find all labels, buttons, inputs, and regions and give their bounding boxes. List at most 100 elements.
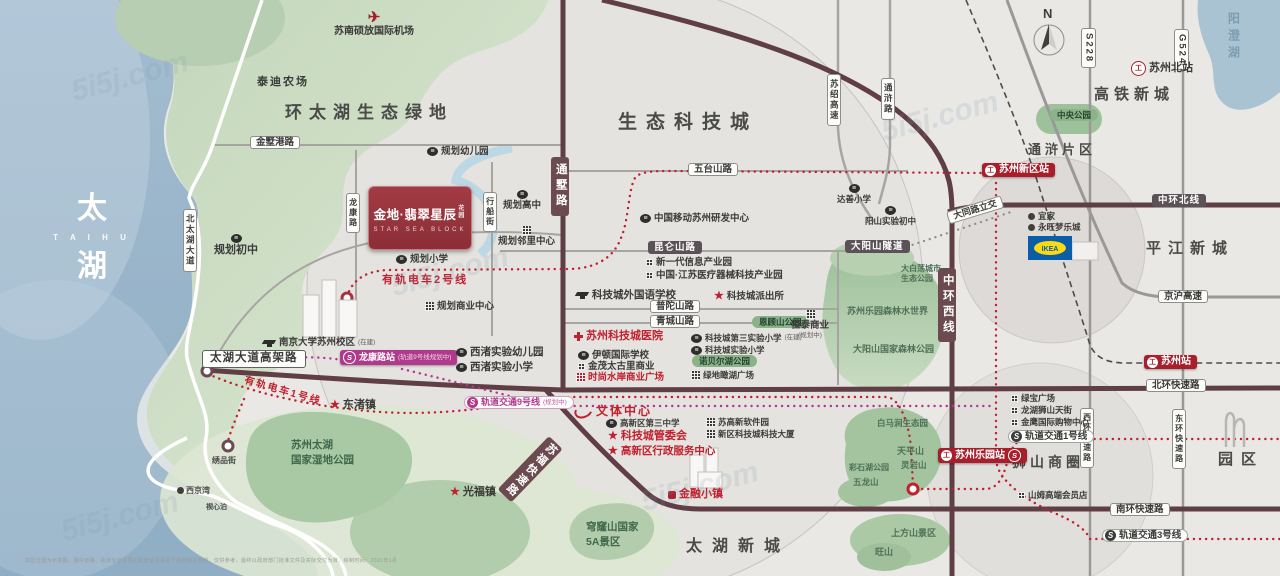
poi-planned-neighborhood-center-label: 规划邻里中心 bbox=[498, 236, 556, 247]
town-guangfu-label: 光福镇 bbox=[462, 486, 496, 498]
road-qingchengshan: 青城山路 bbox=[650, 315, 701, 329]
site-tag: 花园 bbox=[458, 206, 465, 219]
blds-icon bbox=[1011, 406, 1018, 414]
area-tonghu-district: 通浒片区 bbox=[1028, 142, 1096, 158]
area-huantaihu-green: 环太湖生态绿地 bbox=[285, 103, 453, 123]
poi-planned-primary: ≡规划小学 bbox=[396, 254, 448, 265]
star-icon: ★ bbox=[714, 290, 724, 303]
park-baimajian-label: 白马涧生态园 bbox=[877, 418, 929, 428]
poi-culture-sports-center: 文体中心 bbox=[571, 400, 652, 422]
station-suzhou-xinqu-label: 苏州新区站 bbox=[999, 164, 1049, 175]
road-kunlunshan-label: 昆仑山路 bbox=[654, 242, 697, 253]
tunnel-dotted-road bbox=[905, 210, 1015, 248]
road-zhonghuan-north-label: 中环北线 bbox=[1158, 195, 1201, 206]
area-shishan-cbd-label: 狮山商圈 bbox=[1012, 454, 1084, 470]
poi-sams-club: 山姆高端会员店 bbox=[1018, 490, 1088, 500]
airport-shuofang: ✈苏南硕放国际机场 bbox=[334, 10, 414, 38]
park-nobel-lake: 诺贝尔湖公园 bbox=[692, 355, 758, 368]
poi-ikea: 宜家 bbox=[1028, 211, 1055, 221]
road-sushao-expwy-label: 苏绍高速 bbox=[829, 79, 840, 121]
park-shangfangshan-label: 上方山景区 bbox=[891, 528, 937, 538]
road-tongshu-label: 通墅路 bbox=[554, 163, 567, 210]
park-dayangshan-forest: 大阳山国家森林公园 bbox=[853, 344, 934, 355]
poi-sams-club-label: 山姆高端会员店 bbox=[1028, 490, 1088, 500]
road-zhonghuan-north: 中环北线 bbox=[1152, 194, 1207, 208]
site-marker-star-sea-block[interactable]: 金地·翡翠星辰花园 STAR SEA BLOCK bbox=[368, 186, 472, 250]
cap-icon bbox=[576, 291, 589, 300]
poi-planned-junior-high-label: 规划初中 bbox=[214, 244, 258, 256]
poi-info-industry-park-label: 新一代信息产业园 bbox=[656, 257, 733, 268]
yangcheng-lake-shape bbox=[1197, 0, 1280, 110]
town-dongzhu-label: 东渚镇 bbox=[342, 399, 376, 411]
road-beihuan-expwy-label: 北环快速路 bbox=[1152, 380, 1200, 391]
station-suzhou-xinqu[interactable]: 工苏州新区站 bbox=[982, 163, 1055, 177]
area-hsr-newtown-label: 高铁新城 bbox=[1094, 86, 1175, 103]
dot-icon bbox=[1028, 212, 1035, 220]
dot-icon bbox=[1028, 223, 1035, 231]
sch-icon: ≡ bbox=[456, 347, 467, 357]
hill-wangshan: 旺山 bbox=[875, 547, 893, 558]
beitaihu-avenue bbox=[146, 0, 348, 576]
station-suzhou-north[interactable]: 工苏州北站 bbox=[1131, 61, 1193, 76]
sch-icon: ≡ bbox=[230, 234, 242, 243]
station-longkanglu-sub: (轨道9号线规划中) bbox=[398, 353, 452, 361]
poi-police-station-label: 科技城派出所 bbox=[726, 291, 784, 302]
poi-planned-kindergarten: ≡规划幼儿园 bbox=[427, 146, 489, 157]
poi-xizhu-kindergarten-label: 西渚实验幼儿园 bbox=[470, 346, 544, 358]
poi-keji-city-hospital-label: 苏州科技城医院 bbox=[586, 330, 663, 342]
poi-sugaoxin-software-park-label: 苏高新软件园 bbox=[718, 417, 770, 427]
poi-aeon-mall: 永旺梦乐城 bbox=[1028, 222, 1081, 232]
airport-shuofang-label: 苏南硕放国际机场 bbox=[334, 26, 414, 37]
poi-third-middle-school-label: 高新区第三中学 bbox=[620, 418, 680, 428]
poi-info-industry-park: 新一代信息产业园 bbox=[646, 257, 732, 268]
tram-line1-path bbox=[206, 372, 915, 488]
road-g524-label: G524 bbox=[1176, 34, 1188, 66]
station-suzhou[interactable]: 工苏州站 bbox=[1144, 355, 1197, 369]
poi-dashan-primary-label: 达善小学 bbox=[837, 194, 872, 204]
taidi-farm: 泰迪农场 bbox=[257, 76, 309, 89]
park-central-label: 中央公园 bbox=[1057, 110, 1092, 120]
poi-lvbao-plaza: 绿宝广场 bbox=[1011, 393, 1055, 403]
sch-icon: ≡ bbox=[691, 345, 702, 355]
park-nobel-lake-label: 诺贝尔湖公园 bbox=[699, 356, 751, 366]
park-caishihu: 彩石湖公园 bbox=[849, 463, 889, 473]
road-tonghu-rd-label: 通浒路 bbox=[883, 83, 894, 115]
area-sip: 园区 bbox=[1218, 451, 1264, 469]
hill-lingyanshan-label: 灵岩山 bbox=[901, 460, 927, 470]
park-taihu-wetland: 苏州太湖国家湿地公园 bbox=[291, 438, 354, 468]
wetland-park-shape bbox=[245, 411, 413, 523]
park-caishihu-label: 彩石湖公园 bbox=[849, 463, 889, 472]
area-huantaihu-green-label: 环太湖生态绿地 bbox=[285, 103, 453, 122]
bld-icon bbox=[805, 310, 815, 319]
poi-third-middle-school: ≡高新区第三中学 bbox=[606, 418, 680, 428]
poi-planned-junior-high: ≡规划初中 bbox=[214, 234, 258, 257]
star-icon: ★ bbox=[608, 444, 618, 457]
blds-icon bbox=[578, 363, 585, 371]
sch-icon: ≡ bbox=[516, 190, 528, 199]
road-putuoshan: 普陀山路 bbox=[650, 300, 701, 314]
dot-icon bbox=[177, 487, 184, 495]
poi-greenland-kanhu-plaza-label: 绿地瞰湖广场 bbox=[703, 370, 755, 380]
poi-snd-admin-service-center-label: 高新区行政服务中心 bbox=[620, 445, 716, 457]
hill-tianpingshan-label: 天平山 bbox=[897, 446, 925, 456]
poi-police-station: ★科技城派出所 bbox=[714, 291, 784, 302]
poi-greenland-kanhu-plaza: 绿地瞰湖广场 bbox=[691, 370, 754, 380]
qionglongshan-shape bbox=[569, 503, 655, 560]
area-sip-label: 园区 bbox=[1218, 451, 1265, 468]
poi-planned-kindergarten-label: 规划幼儿园 bbox=[441, 146, 489, 157]
road-nanhuan-expwy-label: 南环快速路 bbox=[1116, 504, 1164, 515]
tram-line2-label: 有轨电车2号线 bbox=[382, 274, 469, 286]
poi-lvbao-plaza-label: 绿宝广场 bbox=[1021, 393, 1056, 403]
star-icon: ★ bbox=[608, 430, 618, 443]
hill-lingyanshan: 灵岩山 bbox=[901, 460, 927, 470]
road-longkang: 龙康路 bbox=[346, 193, 360, 233]
road-jinshugang-label: 金墅港路 bbox=[256, 137, 295, 148]
road-xingchuan-label: 行船街 bbox=[485, 197, 495, 227]
